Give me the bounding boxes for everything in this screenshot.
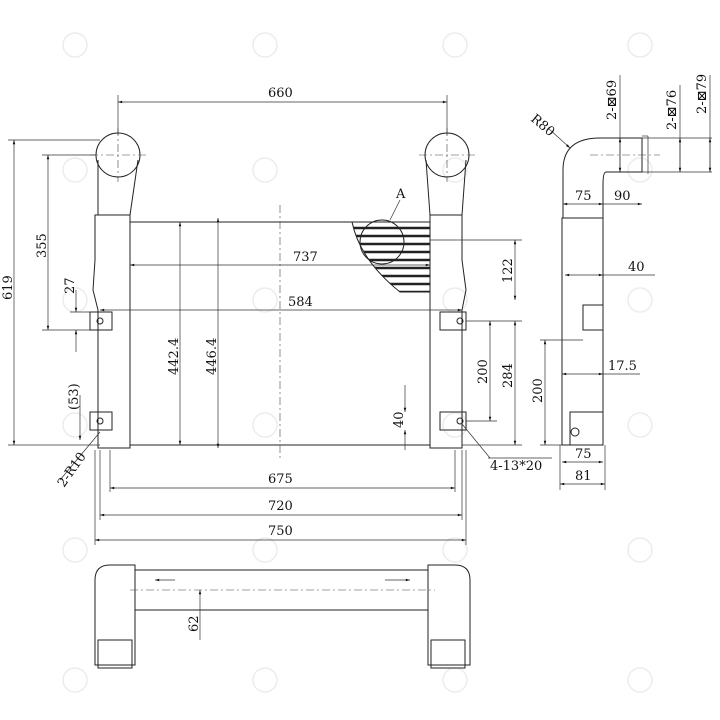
dim-446-4: 446.4	[205, 338, 220, 375]
watermark-logo-icon	[62, 667, 88, 693]
watermark-logo-icon	[62, 157, 88, 183]
detail-label: A	[395, 187, 406, 202]
watermark-logo-icon	[442, 537, 468, 563]
pipe-79-label: 2-⊠79	[695, 74, 710, 114]
dim-619: 619	[1, 275, 16, 300]
pipe-76-label: 2-⊠76	[665, 90, 680, 130]
dim-442-4: 442.4	[167, 338, 182, 375]
bottom-view: 62	[94, 564, 471, 669]
dim-122: 122	[501, 258, 516, 283]
front-view: A 660 619 355 27 (53) 2-R10 737 584 442.…	[1, 86, 552, 545]
watermark-logo-icon	[627, 32, 653, 58]
side-view: 2-⊠69 2-⊠76 2-⊠79 R80 75 90 40 17.5 200 …	[527, 74, 712, 490]
dim-81: 81	[575, 469, 592, 484]
dim-675: 675	[268, 472, 293, 487]
watermark-logo-icon	[252, 287, 278, 313]
watermark-logo-icon	[442, 412, 468, 438]
radius-note: 2-R10	[55, 450, 90, 491]
watermark-logo-icon	[627, 667, 653, 693]
watermark-logo-icon	[62, 537, 88, 563]
holes-note: 4-13*20	[490, 459, 542, 474]
dim-737: 737	[293, 250, 318, 265]
watermark-logo-icon	[627, 537, 653, 563]
dim-750: 750	[268, 524, 293, 539]
dim-284: 284	[501, 363, 516, 388]
watermark-logo-icon	[442, 287, 468, 313]
bend-radius: R80	[527, 112, 557, 140]
watermark-logo-icon	[627, 287, 653, 313]
dim-200-side: 200	[531, 378, 546, 403]
watermark-logo-icon	[442, 32, 468, 58]
dim-53: (53)	[67, 383, 82, 410]
dim-660: 660	[268, 86, 293, 101]
watermark-layer	[62, 32, 653, 693]
dim-40: 40	[392, 411, 407, 428]
dim-720: 720	[268, 499, 293, 514]
dim-75-top: 75	[575, 189, 592, 204]
watermark-logo-icon	[252, 667, 278, 693]
watermark-logo-icon	[627, 157, 653, 183]
watermark-logo-icon	[442, 157, 468, 183]
watermark-logo-icon	[442, 667, 468, 693]
watermark-logo-icon	[252, 157, 278, 183]
watermark-logo-icon	[252, 537, 278, 563]
pipe-69-label: 2-⊠69	[605, 80, 620, 120]
watermark-logo-icon	[62, 32, 88, 58]
watermark-logo-icon	[252, 32, 278, 58]
dim-75-bottom: 75	[575, 447, 592, 462]
dim-27: 27	[63, 277, 78, 294]
dim-40-side: 40	[628, 260, 645, 275]
dim-355: 355	[35, 233, 50, 258]
watermark-logo-icon	[252, 412, 278, 438]
watermark-logo-icon	[627, 412, 653, 438]
dim-584: 584	[288, 295, 313, 310]
dim-62: 62	[187, 615, 202, 632]
dim-90: 90	[614, 189, 631, 204]
dim-17-5: 17.5	[608, 359, 637, 374]
dim-200: 200	[476, 359, 491, 384]
watermark-logo-icon	[62, 412, 88, 438]
